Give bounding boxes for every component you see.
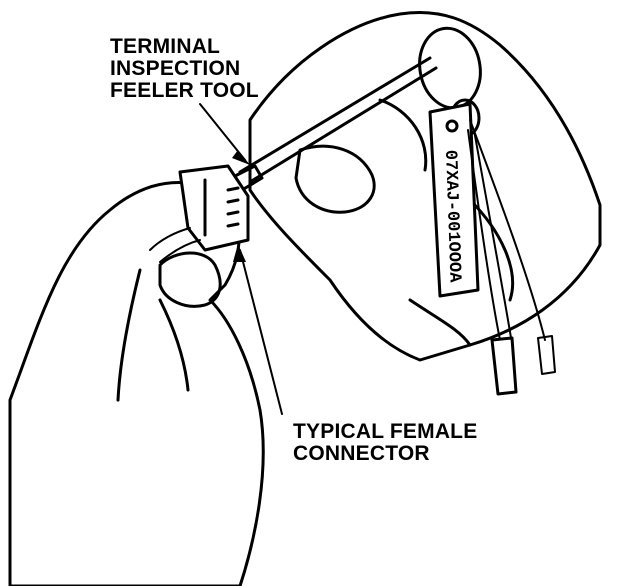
female-connector [149, 164, 250, 263]
feeler-tool-label-line2: INSPECTION [110, 57, 241, 80]
tag-part-number: 07XAJ-001OOOA [440, 150, 464, 284]
feeler-tool-label-line1: TERMINAL [110, 35, 221, 58]
probe-wires [467, 119, 556, 396]
female-connector-label: TYPICAL FEMALE CONNECTOR [293, 421, 477, 465]
feeler-tool-label-line3: FEELER TOOL [110, 79, 259, 102]
leader-lines [199, 103, 283, 415]
female-connector-label-line2: CONNECTOR [293, 442, 430, 465]
feeler-tool-label: TERMINAL INSPECTION FEELER TOOL [110, 36, 259, 102]
tool-tag: 07XAJ-001OOOA [428, 102, 480, 298]
female-connector-label-line1: TYPICAL FEMALE [293, 420, 478, 443]
right-hand [248, 10, 602, 362]
